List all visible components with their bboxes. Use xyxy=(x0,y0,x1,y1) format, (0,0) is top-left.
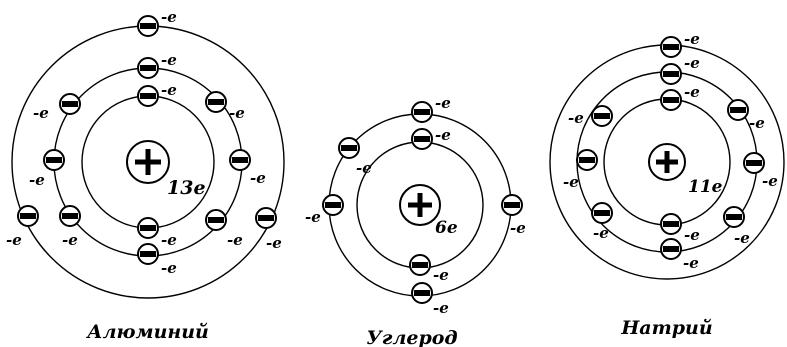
electron xyxy=(206,210,226,230)
electron-label: -e xyxy=(29,171,45,189)
electron-label: -e xyxy=(684,54,700,72)
nucleus xyxy=(649,144,685,180)
electron xyxy=(661,37,681,57)
electron-label: -e xyxy=(563,173,579,191)
electron-label: -e xyxy=(161,81,177,99)
electron xyxy=(60,94,80,114)
electron xyxy=(728,100,748,120)
electron-label: -e xyxy=(250,169,266,187)
electron-label: -e xyxy=(33,104,49,122)
atom-carbon: 6e -e -e -e -e -e -e -e Углерод xyxy=(305,94,526,347)
electron-label: -e xyxy=(734,229,750,247)
electron xyxy=(138,86,158,106)
electron xyxy=(661,214,681,234)
electron-label: -e xyxy=(6,231,22,249)
electron-label: -e xyxy=(683,254,699,272)
electron xyxy=(724,207,744,227)
electron xyxy=(44,150,64,170)
electron xyxy=(577,150,597,170)
electron xyxy=(502,195,522,215)
atom-aluminium: 13e -e -e -e -e -e -e -e -e -e -e -e -e … xyxy=(6,8,284,343)
electron xyxy=(138,218,158,238)
electron xyxy=(138,16,158,36)
nucleus xyxy=(400,185,440,225)
nucleus xyxy=(127,141,169,183)
electron xyxy=(410,255,430,275)
electron xyxy=(661,239,681,259)
electron-label: -e xyxy=(433,266,449,284)
electron-label: -e xyxy=(435,94,451,112)
electron-label: -e xyxy=(227,231,243,249)
atom-name: Алюминий xyxy=(85,321,209,343)
electron-label: -e xyxy=(684,83,700,101)
electron xyxy=(323,195,343,215)
electron xyxy=(256,208,276,228)
atom-sodium: 11e -e -e -e -e -e -e -e -e -e -e -e Нат… xyxy=(550,30,784,339)
electron xyxy=(138,244,158,264)
electron xyxy=(18,206,38,226)
electron-label: -e xyxy=(510,219,526,237)
electron xyxy=(206,92,226,112)
electron-label: -e xyxy=(568,109,584,127)
electron-label: -e xyxy=(684,30,700,48)
electron-label: -e xyxy=(161,8,177,26)
electron-label: -e xyxy=(305,208,321,226)
atom-name: Углерод xyxy=(366,327,457,347)
electron-label: -e xyxy=(749,114,765,132)
electron xyxy=(230,150,250,170)
nucleus-charge: 11e xyxy=(688,177,723,197)
electron xyxy=(592,203,612,223)
electron xyxy=(339,138,359,158)
electron-label: -e xyxy=(762,172,778,190)
electron-label: -e xyxy=(161,231,177,249)
electron xyxy=(60,206,80,226)
electron-label: -e xyxy=(593,224,609,242)
electron xyxy=(744,153,764,173)
electron xyxy=(661,64,681,84)
electron-label: -e xyxy=(161,259,177,277)
nucleus-charge: 13e xyxy=(167,177,206,199)
electron-label: -e xyxy=(161,51,177,69)
electron xyxy=(138,58,158,78)
electron xyxy=(661,90,681,110)
electron-label: -e xyxy=(229,104,245,122)
nucleus-charge: 6e xyxy=(435,218,458,238)
electron xyxy=(412,129,432,149)
electron xyxy=(592,106,612,126)
electron-label: -e xyxy=(433,299,449,317)
electron-label: -e xyxy=(266,234,282,252)
electron-label: -e xyxy=(435,126,451,144)
atom-name: Натрий xyxy=(620,317,712,339)
electron xyxy=(412,283,432,303)
electron xyxy=(412,102,432,122)
electron-label: -e xyxy=(356,159,372,177)
electron-label: -e xyxy=(684,226,700,244)
electron-label: -e xyxy=(62,231,78,249)
